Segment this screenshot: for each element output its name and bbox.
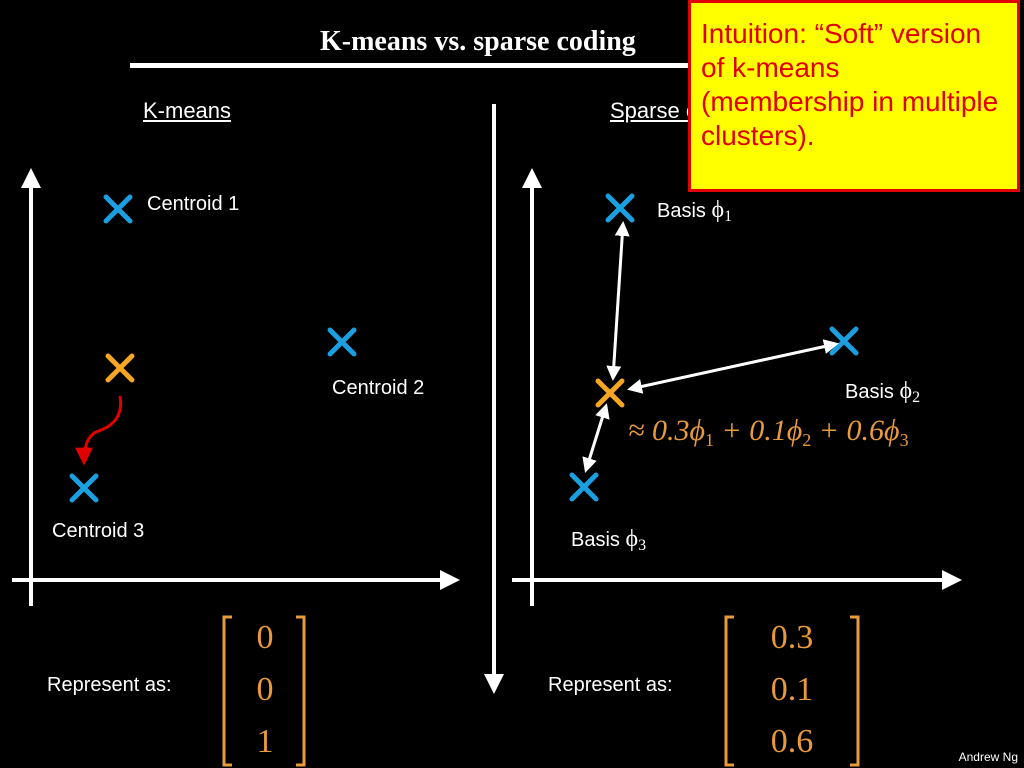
kmeans-heading: K-means — [143, 98, 232, 123]
vector-entry: 1 — [256, 723, 274, 760]
term-coef: 0.6 — [846, 414, 885, 447]
centroid-2-marker — [327, 327, 357, 357]
centroid-1-marker — [103, 194, 133, 224]
plus-sign: + — [818, 414, 840, 447]
author-credit: Andrew Ng — [958, 750, 1018, 764]
basis-index: 3 — [638, 537, 647, 554]
left-vector-brackets — [222, 615, 306, 767]
basis-index: 2 — [912, 389, 921, 406]
basis-2-marker — [829, 326, 859, 356]
plus-sign: + — [721, 414, 742, 447]
term-index: 2 — [802, 430, 812, 450]
phi-symbol: ϕ — [899, 378, 913, 404]
term-index: 1 — [705, 430, 714, 450]
phi-symbol: ϕ — [884, 414, 900, 447]
right-vector: 0.3 0.1 0.6 — [742, 612, 842, 768]
vector-entry: 0 — [256, 671, 274, 708]
left-represent-label: Represent as: — [47, 674, 172, 696]
basis-word: Basis — [845, 381, 894, 403]
vector-entry: 0.1 — [770, 671, 814, 708]
title-underline — [130, 63, 700, 68]
term-index: 3 — [899, 430, 909, 450]
right-vector-brackets — [724, 615, 860, 767]
basis-3-label: Basis ϕ3 — [571, 526, 646, 555]
term-coef: 0.3 — [651, 414, 690, 447]
basis-2-label: Basis ϕ2 — [845, 378, 920, 407]
phi-symbol: ϕ — [711, 197, 725, 223]
arrow-to-basis-3 — [582, 403, 610, 473]
right-represent-label: Represent as: — [548, 674, 673, 696]
left-vector: 0 0 1 — [240, 612, 290, 768]
centroid-2-label: Centroid 2 — [332, 377, 425, 399]
vector-entry: 0 — [256, 619, 274, 656]
data-point-marker-left — [105, 353, 135, 383]
basis-word: Basis — [571, 529, 620, 551]
arrow-to-basis-2 — [627, 339, 839, 394]
data-point-marker-right — [595, 378, 625, 408]
intuition-note-box: Intuition: “Soft” version of k-means (me… — [688, 0, 1020, 192]
basis-word: Basis — [657, 200, 706, 222]
assignment-curve-arrow — [75, 395, 123, 466]
phi-symbol: ϕ — [625, 526, 639, 552]
basis-index: 1 — [724, 208, 733, 225]
basis-1-label: Basis ϕ1 — [657, 197, 732, 226]
approximation-formula: ≈ 0.3ϕ1 + 0.1ϕ2 + 0.6ϕ3 — [628, 414, 909, 451]
basis-1-marker — [605, 193, 635, 223]
vector-entry: 0.3 — [770, 619, 814, 656]
centroid-3-marker — [69, 473, 99, 503]
term-coef: 0.1 — [749, 414, 787, 447]
centroid-1-label: Centroid 1 — [147, 193, 240, 215]
centroid-3-label: Centroid 3 — [52, 520, 145, 542]
phi-symbol: ϕ — [689, 414, 705, 447]
right-axes — [512, 168, 962, 606]
basis-3-marker — [569, 472, 599, 502]
left-axes — [12, 168, 460, 606]
approx-sign: ≈ — [628, 414, 645, 447]
slide-title: K-means vs. sparse coding — [320, 26, 636, 57]
phi-symbol: ϕ — [786, 414, 803, 447]
vector-entry: 0.6 — [770, 723, 814, 760]
arrow-to-basis-1 — [606, 221, 630, 381]
